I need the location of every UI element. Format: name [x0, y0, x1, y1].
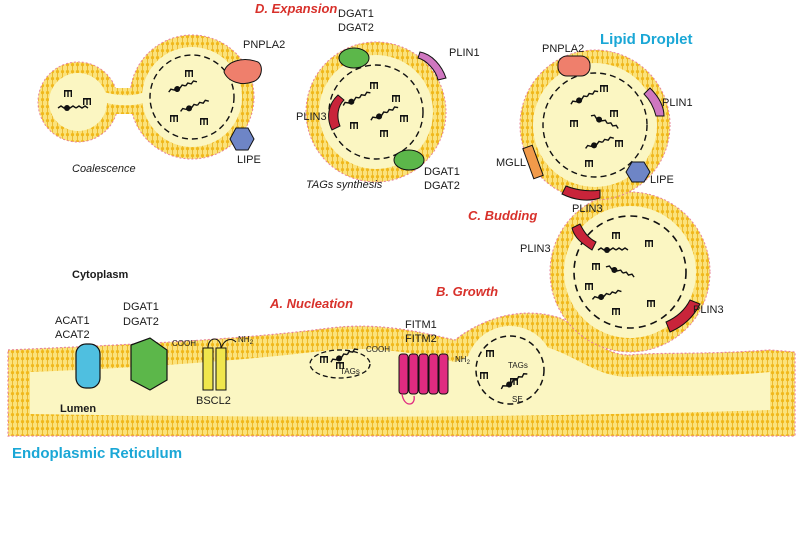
acat1-label: ACAT1 [55, 315, 90, 327]
growth-se-label: SE [512, 395, 523, 404]
nucleation-title: A. Nucleation [269, 296, 353, 311]
coalescence-label: Coalescence [72, 163, 136, 175]
acat2-label: ACAT2 [55, 329, 90, 341]
bscl2-cooh-label: COOH [172, 339, 196, 348]
tags-synthesis-droplet [305, 41, 447, 183]
coalescence-pnpla2-label: PNPLA2 [243, 39, 285, 51]
lumen-label: Lumen [60, 403, 96, 415]
cytoplasm-label: Cytoplasm [72, 269, 128, 281]
bscl2-label: BSCL2 [196, 395, 231, 407]
ld-mgll-label: MGLL [496, 157, 526, 169]
budding-title: C. Budding [468, 208, 537, 223]
mature-lipid-droplet [519, 49, 671, 201]
nucleation-lens [309, 346, 371, 379]
dgat-protein-er [130, 337, 168, 391]
ld-lipe-label: LIPE [650, 174, 674, 186]
tags-plin3-label: PLIN3 [296, 111, 327, 123]
er-dgat1-label: DGAT1 [123, 301, 159, 313]
fitm1-label: FITM1 [405, 319, 437, 331]
tags-dgat1-top-label: DGAT1 [338, 8, 374, 20]
er-dgat2-label: DGAT2 [123, 316, 159, 328]
ld-pnpla2-label: PNPLA2 [542, 43, 584, 55]
growth-title: B. Growth [436, 284, 498, 299]
tags-synthesis-label: TAGs synthesis [306, 179, 383, 191]
ld-plin3-label: PLIN3 [572, 203, 603, 215]
plin3-right-budding [665, 299, 701, 333]
growth-tags-label: TAGs [508, 361, 528, 370]
er-title: Endoplasmic Reticulum [12, 445, 182, 462]
fitm-nh2-label: NH2 [455, 355, 471, 366]
coalescence-lipe-label: LIPE [237, 154, 261, 166]
fitm-protein [398, 353, 449, 405]
budding-plin3-left-label: PLIN3 [520, 243, 551, 255]
expansion-title: D. Expansion [255, 1, 337, 16]
nucleation-tags-label: TAGs [340, 367, 360, 376]
bscl2-protein [202, 338, 237, 391]
tags-plin1-label: PLIN1 [449, 47, 480, 59]
ld-plin1-label: PLIN1 [662, 97, 693, 109]
plin3-left-budding [571, 223, 597, 251]
fitm-cooh-label: COOH [366, 345, 390, 354]
growth-droplet [466, 326, 554, 414]
tags-dgat1-bottom-label: DGAT1 [424, 166, 460, 178]
budding-droplet [549, 191, 711, 353]
acat-protein [75, 343, 101, 389]
tags-dgat2-top-label: DGAT2 [338, 22, 374, 34]
coalescence-cluster [37, 34, 262, 160]
bscl2-nh2-label: NH2 [238, 335, 254, 346]
lipid-droplet-title: Lipid Droplet [600, 31, 693, 48]
tags-dgat2-bottom-label: DGAT2 [424, 180, 460, 192]
budding-plin3-right-label: PLIN3 [693, 304, 724, 316]
fitm2-label: FITM2 [405, 333, 437, 345]
